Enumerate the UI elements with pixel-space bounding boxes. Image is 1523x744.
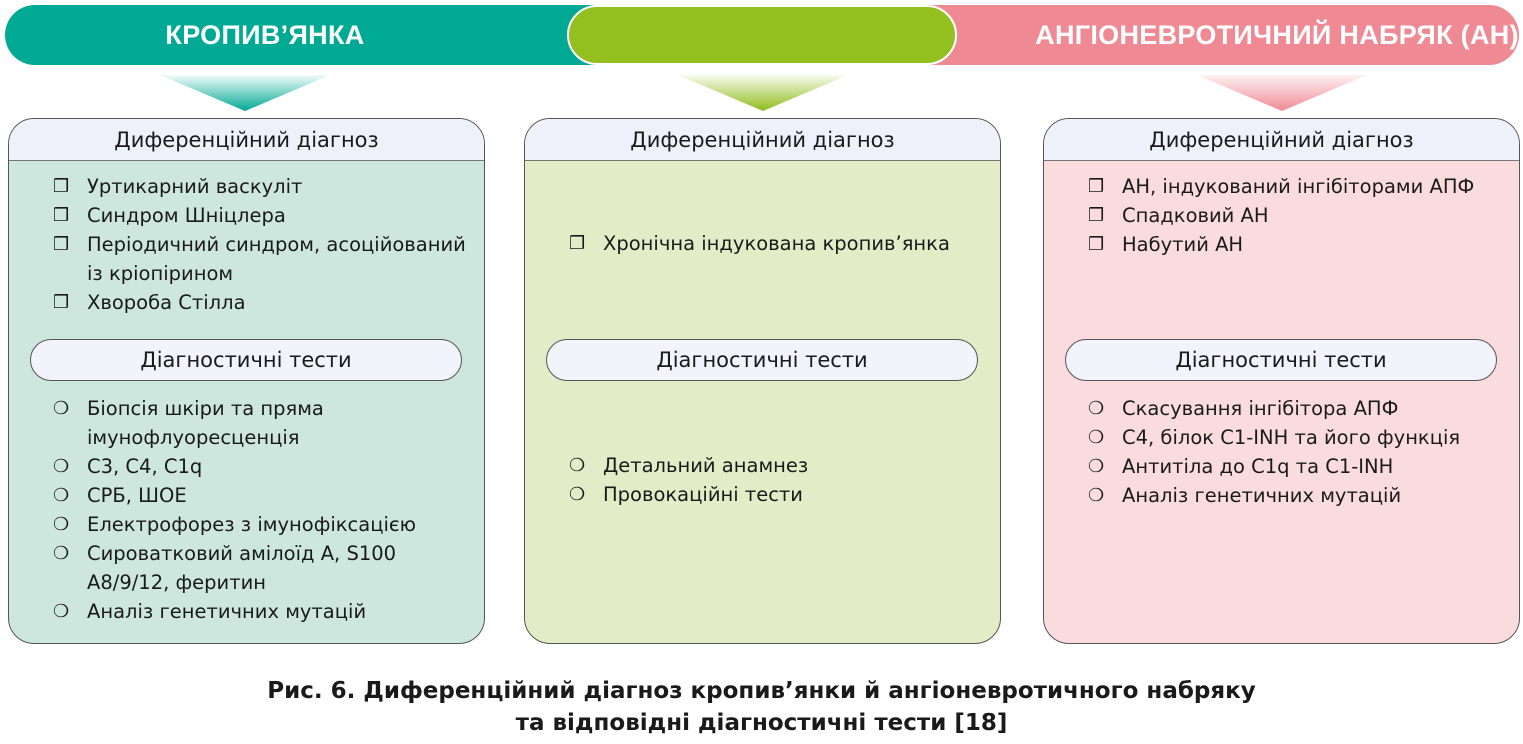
item-text: Детальний анамнез [603, 454, 809, 477]
shadowed-square-icon: ❒ [53, 234, 70, 255]
shadowed-circle-icon: ❍ [53, 514, 70, 535]
differential-diagnosis-list: ❒ Хронічна індукована кропив’янка [569, 229, 990, 258]
item-text: Уртикарний васкуліт [87, 175, 303, 198]
diagnostic-tests-list: ❍ Скасування інгібітора АПФ ❍ С4, білок С1-… [1088, 394, 1509, 510]
item-text: Скасування інгібітора АПФ [1122, 397, 1399, 420]
diagnostic-tests-list: ❍ Детальний анамнез ❍ Провокаційні тести [569, 451, 990, 509]
shadowed-circle-icon: ❍ [569, 455, 586, 476]
shadowed-circle-icon: ❍ [53, 456, 70, 477]
shadowed-square-icon: ❒ [53, 205, 70, 226]
shadowed-circle-icon: ❍ [1088, 398, 1105, 419]
list-item: ❒ Хронічна індукована кропив’янка [569, 229, 990, 258]
list-item: ❍ Сироватковий амілоїд А, S100 А8/9/12, ф… [53, 539, 474, 597]
list-item: ❍ Скасування інгібітора АПФ [1088, 394, 1509, 423]
urticaria-header: КРОПИВ’ЯНКА [5, 5, 605, 65]
differential-diagnosis-heading: Диференційний діагноз [1044, 119, 1519, 161]
angioedema-panel: Диференційний діагноз ❒ АН, індукований ін… [1043, 118, 1520, 644]
arrow-down-teal-icon [160, 75, 330, 111]
angioedema-header: АНГІОНЕВРОТИЧНИЙ НАБРЯК (АН) [925, 5, 1519, 65]
shadowed-circle-icon: ❍ [53, 398, 70, 419]
item-text: Хронічна індукована кропив’янка [603, 232, 950, 255]
shadowed-circle-icon: ❍ [1088, 456, 1105, 477]
list-item: ❍ Біопсія шкіри та пряма імунофлуоресценц… [53, 394, 474, 452]
shadowed-circle-icon: ❍ [53, 543, 70, 564]
item-text: Хвороба Стілла [87, 291, 246, 314]
differential-diagnosis-heading: Диференційний діагноз [525, 119, 1000, 161]
shadowed-square-icon: ❒ [1088, 205, 1105, 226]
list-item: ❍ С4, білок С1-INH та його функція [1088, 423, 1509, 452]
item-text: Спадковий АН [1122, 204, 1269, 227]
item-text: СРБ, ШОЕ [87, 484, 187, 507]
shadowed-circle-icon: ❍ [53, 601, 70, 622]
item-text: Синдром Шніцлера [87, 204, 286, 227]
shadowed-circle-icon: ❍ [1088, 485, 1105, 506]
list-item: ❍ Детальний анамнез [569, 451, 990, 480]
list-item: ❒ Уртикарний васкуліт [53, 172, 474, 201]
list-item: ❒ Хвороба Стілла [53, 288, 474, 317]
differential-diagnosis-list: ❒ Уртикарний васкуліт ❒ Синдром Шніцлера ❒ Пе… [53, 172, 474, 317]
urticaria-panel: Диференційний діагноз ❒ Уртикарний васкулі… [8, 118, 485, 644]
item-text: Біопсія шкіри та пряма імунофлуоресценці… [87, 397, 324, 449]
list-item: ❍ С3, С4, С1q [53, 452, 474, 481]
item-text: Аналіз генетичних мутацій [1122, 484, 1402, 507]
item-text: Електрофорез з імунофіксацією [87, 513, 417, 536]
item-text: Сироватковий амілоїд А, S100 А8/9/12, фе… [87, 542, 397, 594]
item-text: С4, білок С1-INH та його функція [1122, 426, 1461, 449]
shadowed-circle-icon: ❍ [1088, 427, 1105, 448]
shadowed-square-icon: ❒ [53, 176, 70, 197]
shadowed-square-icon: ❒ [569, 233, 586, 254]
diagnostic-tests-heading: Діагностичні тести [1065, 339, 1497, 381]
caption-line-1: Рис. 6. Диференційний діагноз кропив’янк… [267, 678, 1256, 704]
overlap-panel: Диференційний діагноз ❒ Хронічна індукован… [524, 118, 1001, 644]
list-item: ❍ Провокаційні тести [569, 480, 990, 509]
list-item: ❍ Аналіз генетичних мутацій [1088, 481, 1509, 510]
list-item: ❍ СРБ, ШОЕ [53, 481, 474, 510]
arrow-down-pink-icon [1197, 75, 1367, 111]
item-text: Аналіз генетичних мутацій [87, 600, 367, 623]
diagnostic-tests-heading: Діагностичні тести [30, 339, 462, 381]
list-item: ❍ Електрофорез з імунофіксацією [53, 510, 474, 539]
list-item: ❒ Набутий АН [1088, 230, 1509, 259]
list-item: ❒ АН, індукований інгібіторами АПФ [1088, 172, 1509, 201]
shadowed-square-icon: ❒ [1088, 176, 1105, 197]
diagnostic-tests-heading: Діагностичні тести [546, 339, 978, 381]
item-text: Набутий АН [1122, 233, 1244, 256]
caption-line-2: та відповідні діагностичні тести [18] [515, 710, 1008, 736]
item-text: Антитіла до С1q та С1-INH [1122, 455, 1394, 478]
list-item: ❍ Аналіз генетичних мутацій [53, 597, 474, 626]
differential-diagnosis-heading: Диференційний діагноз [9, 119, 484, 161]
diagnostic-tests-list: ❍ Біопсія шкіри та пряма імунофлуоресценц… [53, 394, 474, 626]
list-item: ❍ Антитіла до С1q та С1-INH [1088, 452, 1509, 481]
list-item: ❒ Періодичний синдром, асоційований із кр… [53, 230, 474, 288]
shadowed-circle-icon: ❍ [53, 485, 70, 506]
arrow-down-green-icon [678, 75, 848, 111]
overlap-header [567, 5, 957, 65]
shadowed-square-icon: ❒ [53, 292, 70, 313]
item-text: Провокаційні тести [603, 483, 803, 506]
item-text: С3, С4, С1q [87, 455, 203, 478]
item-text: Періодичний синдром, асоційований із крі… [87, 233, 466, 285]
shadowed-circle-icon: ❍ [569, 484, 586, 505]
urticaria-title: КРОПИВ’ЯНКА [165, 19, 365, 50]
differential-diagnosis-list: ❒ АН, індукований інгібіторами АПФ ❒ Спадко… [1088, 172, 1509, 259]
shadowed-square-icon: ❒ [1088, 234, 1105, 255]
list-item: ❒ Спадковий АН [1088, 201, 1509, 230]
angioedema-title: АНГІОНЕВРОТИЧНИЙ НАБРЯК (АН) [1035, 19, 1519, 50]
figure-caption: Рис. 6. Диференційний діагноз кропив’янк… [0, 675, 1523, 739]
item-text: АН, індукований інгібіторами АПФ [1122, 175, 1475, 198]
list-item: ❒ Синдром Шніцлера [53, 201, 474, 230]
